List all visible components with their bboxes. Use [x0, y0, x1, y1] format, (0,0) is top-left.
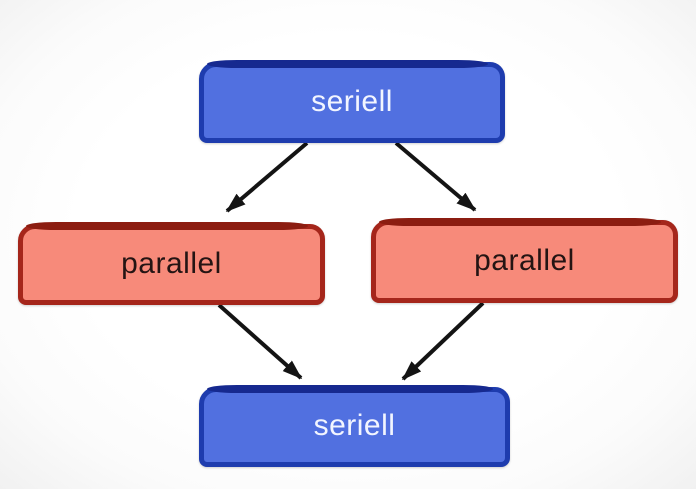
node-seriell-bottom-label: seriell [313, 409, 396, 442]
edge-parallel-right-to-seriell-bottom-arrow [401, 301, 485, 381]
node-seriell-top-label: seriell [311, 84, 393, 118]
edge-seriell-top-to-parallel-right-arrow [394, 141, 477, 212]
node-seriell-bottom: seriell [199, 385, 510, 467]
node-parallel-left: parallel [18, 222, 325, 305]
node-parallel-left-label: parallel [121, 246, 222, 280]
edge-parallel-left-to-seriell-bottom-arrow [217, 303, 303, 380]
node-seriell-top: seriell [199, 60, 505, 143]
edge-seriell-top-to-parallel-left-arrow [225, 141, 309, 213]
node-parallel-right-label: parallel [474, 243, 575, 277]
node-parallel-right: parallel [371, 218, 678, 303]
